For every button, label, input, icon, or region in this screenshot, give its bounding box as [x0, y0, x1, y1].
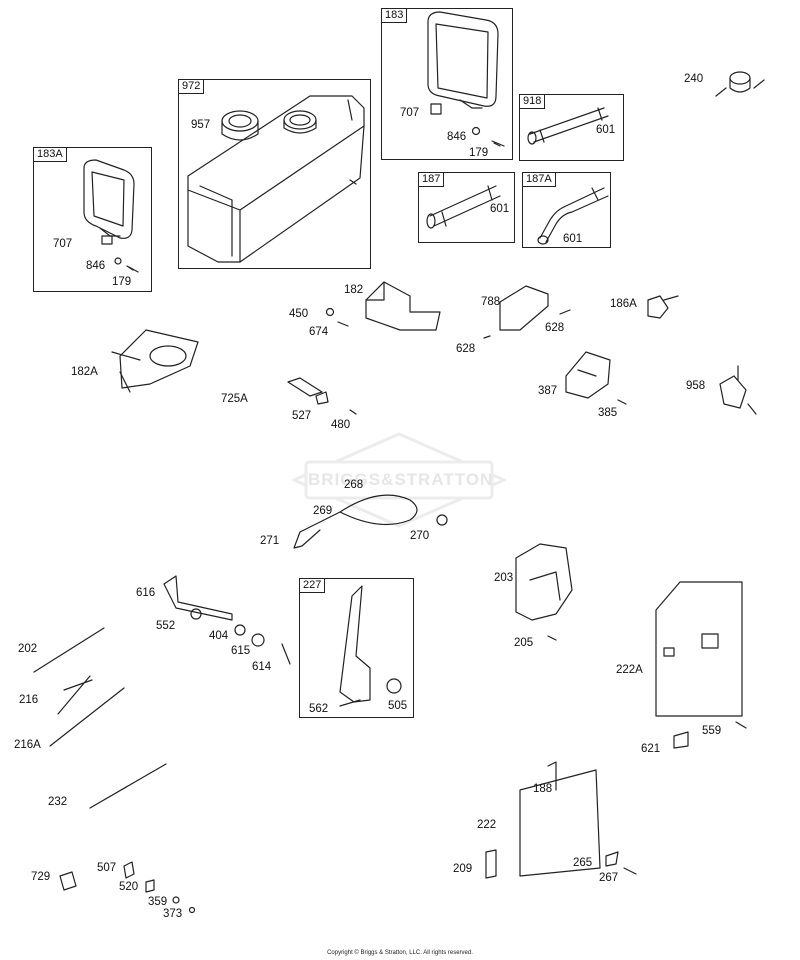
- group-label-183: 183: [381, 8, 408, 23]
- bracket-182-illustration: [325, 281, 441, 331]
- group-label-918: 918: [519, 94, 546, 109]
- part-label: 958: [686, 380, 706, 392]
- part-label: 846: [86, 260, 106, 272]
- part-label: 788: [481, 296, 501, 308]
- group-box-187A: 187A: [522, 172, 611, 248]
- bracket-183A-illustration: [83, 159, 139, 273]
- part-label: 216: [19, 694, 39, 706]
- part-label: 271: [260, 535, 280, 547]
- part-label: 222: [477, 819, 497, 831]
- part-label: 520: [119, 881, 139, 893]
- valve-958-illustration: [719, 365, 757, 415]
- part-label: 387: [538, 385, 558, 397]
- part-label: 270: [410, 530, 430, 542]
- group-box-918: 918: [519, 94, 624, 161]
- part-label: 621: [641, 743, 661, 755]
- small-hardware-illustration: [59, 861, 196, 914]
- part-label: 559: [702, 725, 722, 737]
- hose-187A-illustration: [537, 187, 609, 245]
- part-label: 480: [331, 419, 351, 431]
- lever-227-illustration: [339, 585, 402, 707]
- part-label: 674: [309, 326, 329, 338]
- part-label: 450: [289, 308, 309, 320]
- part-label: 267: [599, 872, 619, 884]
- part-label: 707: [53, 238, 73, 250]
- part-label: 385: [598, 407, 618, 419]
- bracket-788-illustration: [483, 285, 571, 339]
- pump-387-illustration: [565, 351, 627, 405]
- part-label: 614: [252, 661, 272, 673]
- part-label: 628: [456, 343, 476, 355]
- part-label: 601: [563, 233, 583, 245]
- governor-shaft-616-illustration: [163, 575, 291, 665]
- part-label: 269: [313, 505, 333, 517]
- part-label: 616: [136, 587, 156, 599]
- part-label: 240: [684, 73, 704, 85]
- group-label-972: 972: [178, 79, 205, 94]
- part-label: 268: [344, 479, 364, 491]
- part-label: 222A: [616, 664, 643, 676]
- part-label: 601: [490, 203, 510, 215]
- group-box-972: 972: [178, 79, 371, 269]
- part-label: 203: [494, 572, 514, 584]
- group-box-227: 227: [299, 578, 414, 718]
- part-label: 179: [469, 147, 489, 159]
- group-box-183A: 183A: [33, 147, 152, 292]
- brand-watermark-logo: [292, 432, 506, 528]
- group-box-183: 183: [381, 8, 513, 160]
- part-label: 216A: [14, 739, 41, 751]
- group-label-187A: 187A: [522, 172, 556, 187]
- part-label: 628: [545, 322, 565, 334]
- filter-240-illustration: [715, 71, 765, 97]
- part-label: 359: [148, 896, 168, 908]
- linkage-rods-illustration: [33, 627, 167, 809]
- part-label: 729: [31, 871, 51, 883]
- group-label-187: 187: [418, 172, 445, 187]
- part-label: 527: [292, 410, 312, 422]
- watermark-text: BRIGGS&STRATTON: [308, 470, 494, 489]
- control-panel-222-illustration: [485, 761, 637, 879]
- elbow-186A-illustration: [647, 295, 679, 319]
- part-label: 615: [231, 645, 251, 657]
- part-label: 179: [112, 276, 132, 288]
- hose-187-illustration: [426, 185, 501, 229]
- copyright-notice: Copyright © Briggs & Stratton, LLC. All …: [327, 950, 473, 956]
- part-label: 209: [453, 863, 473, 875]
- part-label: 186A: [610, 298, 637, 310]
- part-label: 202: [18, 643, 38, 655]
- part-label: 601: [596, 124, 616, 136]
- part-label: 507: [97, 862, 117, 874]
- tube-725A-illustration: [287, 377, 357, 415]
- group-label-183A: 183A: [33, 147, 67, 162]
- part-label: 182: [344, 284, 364, 296]
- part-label: 957: [191, 119, 211, 131]
- part-label: 205: [514, 637, 534, 649]
- part-label: 188: [533, 783, 553, 795]
- part-label: 232: [48, 796, 68, 808]
- part-label: 404: [209, 630, 229, 642]
- part-label: 265: [573, 857, 593, 869]
- part-label: 562: [309, 703, 329, 715]
- control-panel-222A-illustration: [655, 581, 747, 749]
- part-label: 552: [156, 620, 176, 632]
- part-label: 707: [400, 107, 420, 119]
- fuel-tank-972-illustration: [187, 95, 365, 263]
- group-box-187: 187: [418, 172, 515, 243]
- bracket-183-illustration: [427, 11, 505, 147]
- part-label: 846: [447, 131, 467, 143]
- part-label: 182A: [71, 366, 98, 378]
- part-label: 373: [163, 908, 183, 920]
- throttle-cable-268-illustration: [293, 494, 448, 549]
- part-label: 505: [388, 700, 408, 712]
- bracket-203-illustration: [515, 543, 573, 641]
- group-label-227: 227: [299, 578, 326, 593]
- hose-918-illustration: [527, 107, 609, 145]
- bracket-182A-illustration: [111, 329, 199, 393]
- part-label: 725A: [221, 393, 248, 405]
